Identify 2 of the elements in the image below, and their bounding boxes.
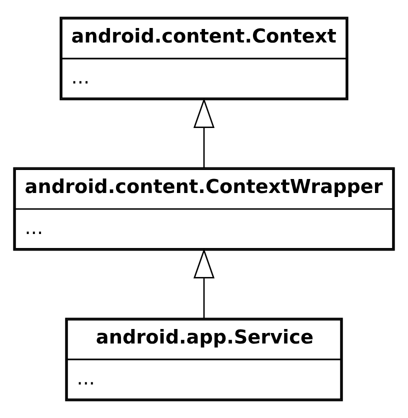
arrow [193, 248, 215, 318]
arrow [193, 98, 215, 168]
